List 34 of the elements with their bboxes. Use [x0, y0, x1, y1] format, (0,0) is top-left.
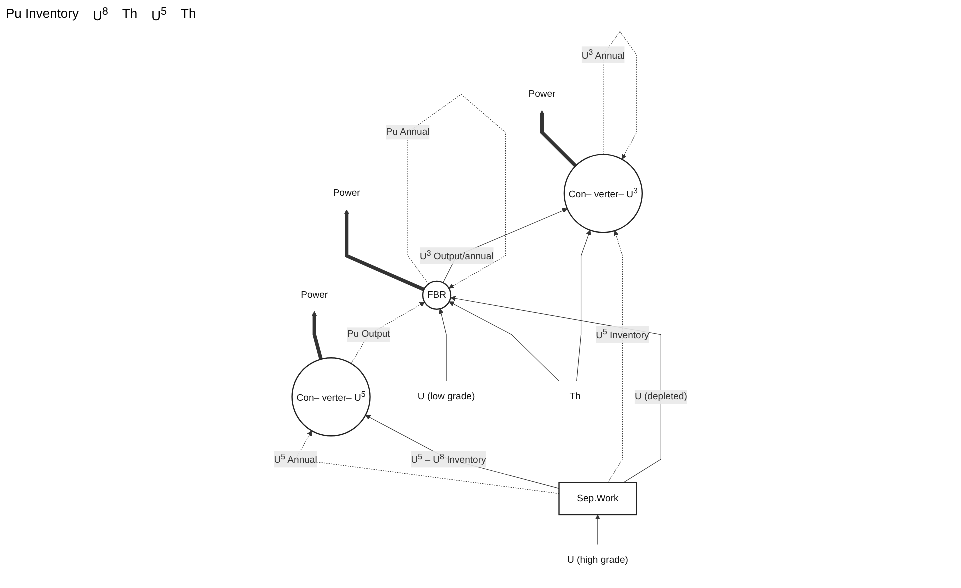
- node-circle: FBR: [422, 281, 452, 310]
- flow-label: U$^{5}$: [152, 6, 168, 24]
- edge-label: U$^{5}$ Annual: [274, 452, 318, 466]
- node-text: Power: [333, 188, 360, 199]
- node-box: Sep.Work: [558, 482, 637, 516]
- arrow: [344, 210, 425, 292]
- arrow: [539, 110, 577, 168]
- flow-label: U$^{8}$: [93, 6, 108, 24]
- node-circle: Con– verter– U$^{3}$: [564, 154, 643, 234]
- node-text: Power: [300, 290, 328, 301]
- arrow: [448, 302, 559, 382]
- arrow: [407, 94, 506, 290]
- edge-label: U (depleted): [634, 392, 688, 402]
- arrow: [450, 296, 662, 484]
- node-circle: Con– verter– U$^{5}$: [291, 358, 371, 438]
- node-text: Th: [569, 392, 581, 402]
- edge-label: Pu Output: [347, 330, 390, 340]
- flow-label: Th: [122, 6, 138, 23]
- arrow: [365, 416, 560, 490]
- edge-label: Pu Annual: [386, 128, 430, 138]
- arrow: [312, 312, 323, 360]
- arrow: [576, 230, 591, 382]
- node-text: U (high grade): [567, 556, 628, 566]
- node-text: Power: [528, 90, 556, 100]
- arrow: [595, 515, 600, 546]
- edge-label: U$^{5}$ – U$^{8}$ Inventory: [410, 452, 486, 466]
- flow-label: Pu Inventory: [6, 6, 79, 23]
- flow-label: Th: [181, 6, 196, 23]
- arrow: [438, 309, 447, 382]
- arrow: [607, 231, 623, 484]
- edge-label: U$^{3}$ Output/annual: [420, 249, 494, 262]
- edge-label: U$^{3}$ Annual: [582, 48, 625, 62]
- edge-label: U$^{5}$ Inventory: [596, 328, 649, 342]
- node-text: U (low grade): [418, 392, 475, 402]
